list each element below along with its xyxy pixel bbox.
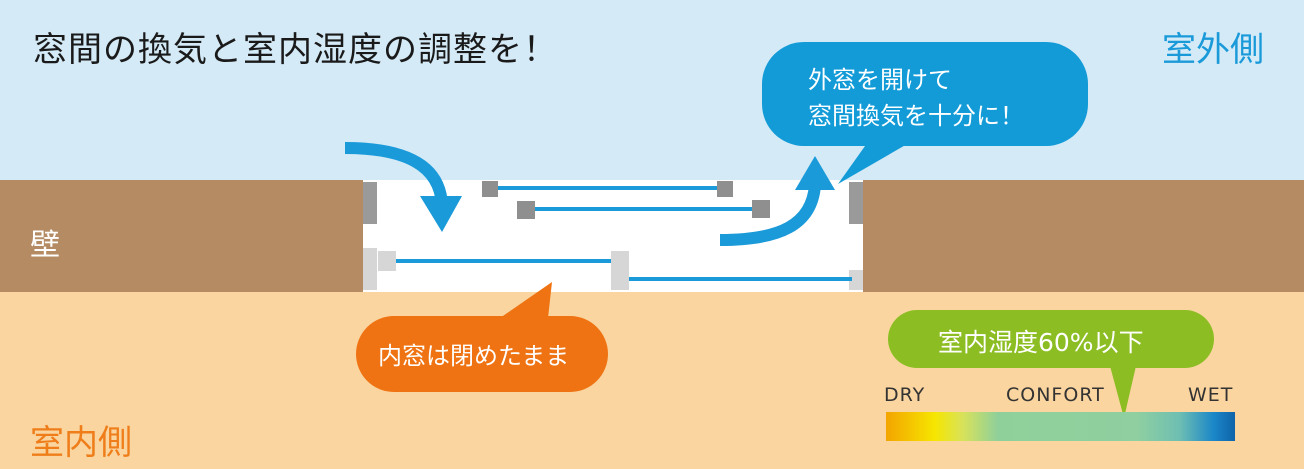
indoor-label: 室内側 [30, 423, 132, 463]
air-out-arrow-icon [719, 156, 835, 246]
scale-label-comfort: CONFORT [1006, 384, 1105, 406]
scale-label-wet: WET [1188, 384, 1234, 406]
outdoor-label: 室外側 [1162, 30, 1264, 70]
humidity-gradient-bar [886, 412, 1235, 441]
humidity-callout: 室内湿度60%以下 [888, 310, 1214, 368]
air-in-arrow-icon [344, 142, 462, 232]
wall-label: 壁 [30, 228, 60, 263]
frame-post-left-lower [363, 248, 377, 290]
inner-window-callout: 内窓は閉めたまま [356, 316, 608, 392]
inner-sash-2-stop-left [611, 270, 629, 290]
humidity-bubble-tail [1110, 366, 1136, 418]
frame-post-left [363, 182, 377, 224]
inner-sash-1-stop-right [611, 251, 629, 271]
outer-sash-2-stop-left [517, 201, 535, 219]
page-title: 窓間の換気と室内湿度の調整を！ [33, 30, 558, 70]
outer-callout-line1: 外窓を開けて [808, 66, 952, 94]
frame-post-right-lower [849, 270, 863, 290]
humidity-callout-text: 室内湿度60%以下 [938, 328, 1144, 357]
inner-callout-text: 内窓は閉めたまま [378, 342, 570, 370]
scale-label-dry: DRY [884, 384, 926, 406]
inner-sash-1-stop-left [378, 251, 396, 271]
outer-callout-line2: 窓間換気を十分に！ [808, 102, 1024, 130]
frame-post-right [849, 182, 863, 224]
outer-sash-1-stop-right [717, 181, 733, 197]
outer-sash-2-stop-right [752, 200, 770, 218]
outer-sash-1-stop-left [482, 181, 498, 197]
outer-window-callout: 外窓を開けて 窓間換気を十分に！ [762, 42, 1088, 146]
inner-bubble-tail [500, 282, 552, 318]
